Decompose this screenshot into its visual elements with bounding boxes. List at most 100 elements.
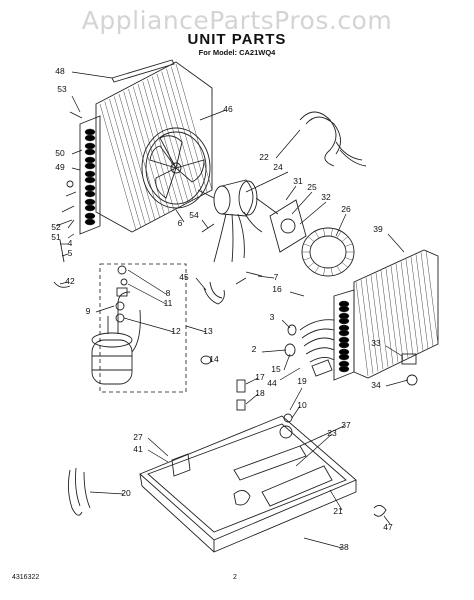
callout-54: 54 [189,210,199,220]
callout-41: 41 [133,444,143,454]
leader-line-15 [283,353,291,371]
leader-line-12 [123,317,175,333]
callout-42: 42 [65,276,75,286]
callout-26: 26 [341,204,351,214]
callout-53: 53 [57,84,67,94]
leader-line-50 [71,149,83,155]
callout-49: 49 [55,162,65,172]
leader-line-5 [61,253,69,257]
leader-line-53 [71,95,81,113]
leader-line-48 [71,71,113,79]
leader-line-16 [289,291,305,297]
leader-line-39 [387,233,405,253]
callout-44: 44 [267,378,277,388]
callout-32: 32 [321,192,331,202]
callout-38: 38 [339,542,349,552]
callout-47: 47 [383,522,393,532]
leader-line-44 [279,367,301,381]
leader-line-3 [281,319,291,329]
leader-line-2 [261,349,287,353]
callout-33: 33 [371,338,381,348]
leader-line-32 [299,201,327,225]
callout-10: 10 [297,400,307,410]
leader-line-21 [329,489,343,511]
leader-line-7 [257,275,275,279]
leader-line-19 [289,387,303,411]
callout-5: 5 [68,248,73,258]
leader-line-37 [299,425,345,447]
callout-37: 37 [341,420,351,430]
document-number: 4316322 [12,574,40,581]
condenser-fan-blade [301,227,355,277]
callout-19: 19 [297,376,307,386]
callout-48: 48 [55,66,65,76]
callout-16: 16 [272,284,282,294]
leader-line-11 [127,283,167,305]
callout-3: 3 [270,312,275,322]
callout-15: 15 [271,364,281,374]
callout-22: 22 [259,152,269,162]
fan-motor [197,179,279,263]
leader-line-51 [67,233,75,239]
page-number: 2 [233,574,237,581]
evaporator-fan [141,127,211,209]
leader-line-31 [285,185,297,201]
callout-46: 46 [223,104,233,114]
callout-18: 18 [255,388,265,398]
callout-21: 21 [333,506,343,516]
leader-line-42 [59,281,69,285]
motor-mount [269,199,307,253]
leader-line-46 [199,109,227,121]
callout-4: 4 [68,238,73,248]
leader-line-33 [385,345,403,357]
leader-line-18 [245,393,259,405]
callout-45: 45 [179,272,189,282]
callout-52: 52 [51,222,61,232]
callout-8: 8 [166,288,171,298]
clip [373,505,387,517]
callout-51: 51 [51,232,61,242]
callout-13: 13 [203,326,213,336]
leader-line-54 [201,219,209,229]
callout-17: 17 [255,372,265,382]
leader-line-23 [295,433,333,467]
callout-50: 50 [55,148,65,158]
callout-20: 20 [121,488,131,498]
condenser-coil [333,249,439,381]
leader-line-25 [291,191,313,215]
leader-line-13 [185,325,207,333]
callout-24: 24 [273,162,283,172]
leader-line-22 [275,129,301,159]
wire-harness [299,111,367,167]
leader-line-52 [67,219,75,229]
page-title: UNIT PARTS [187,31,287,48]
leader-lines [59,71,409,549]
callout-27: 27 [133,432,143,442]
leader-line-24 [245,171,289,193]
leader-line-49 [71,167,81,171]
callout-12: 12 [171,326,181,336]
leader-line-20 [89,491,125,495]
callout-31: 31 [293,176,303,186]
leader-line-26 [335,213,347,237]
power-lead [67,467,91,516]
leader-line-41 [147,449,169,463]
watermark: AppliancePartsPros.com [81,6,393,35]
callout-6: 6 [178,218,183,228]
leader-line-47 [383,515,391,525]
base-pan [139,415,357,553]
leader-line-45 [195,277,207,291]
compressor-box [99,263,187,393]
callout-11: 11 [164,298,173,308]
small-parts [53,111,418,439]
leader-line-34 [385,379,409,387]
callout-7: 7 [274,272,279,282]
leader-line-8 [127,269,167,295]
callout-9: 9 [86,306,91,316]
leader-line-38 [303,537,343,549]
callout-25: 25 [307,182,317,192]
callout-14: 14 [209,354,219,364]
